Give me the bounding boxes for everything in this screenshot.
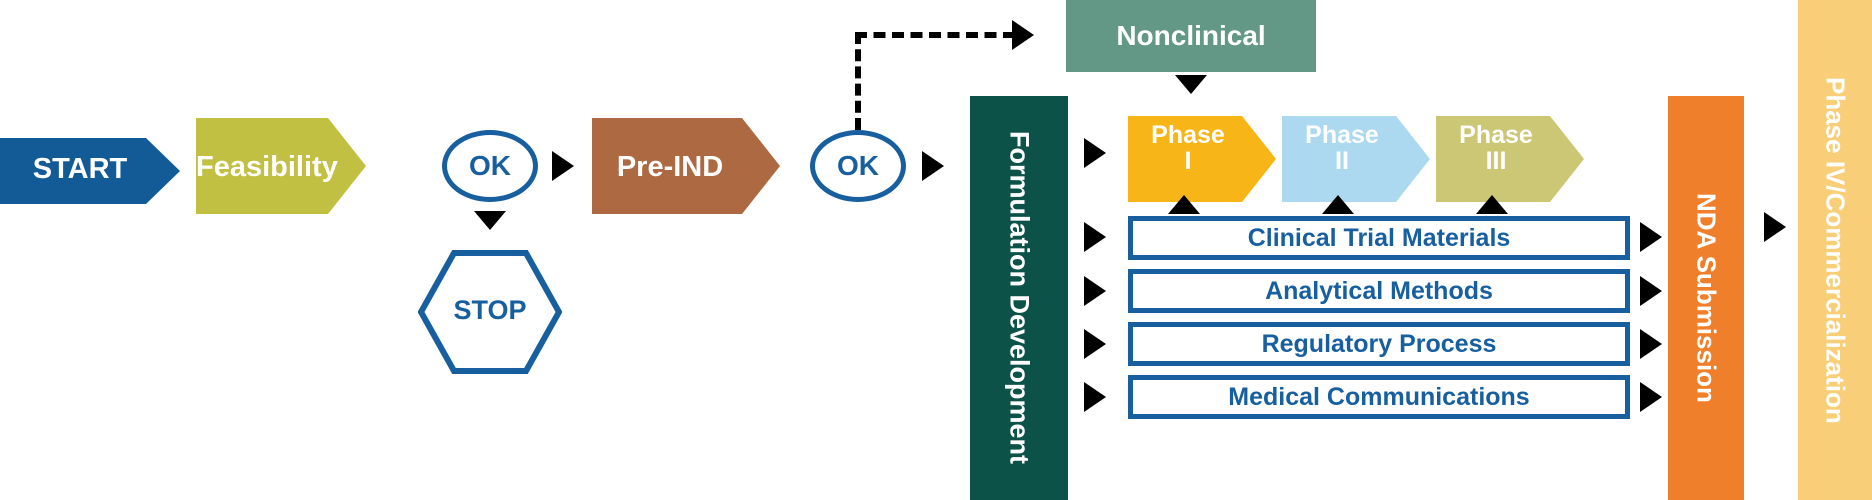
stop-label: STOP (453, 295, 527, 325)
ok-decision-2[interactable]: OK (810, 130, 906, 202)
nda-submission-node[interactable]: NDA Submission (1668, 96, 1744, 500)
arrow-up-icon (1168, 195, 1200, 214)
phase-1-node[interactable] (1128, 116, 1276, 202)
workstream-label: Clinical Trial Materials (1247, 223, 1511, 252)
phase-2-node[interactable] (1282, 116, 1430, 202)
nda-submission-label: NDA Submission (1691, 193, 1722, 403)
arrow-right-icon (1764, 212, 1786, 242)
arrow-right-icon (1640, 222, 1662, 252)
arrow-right-icon (1640, 329, 1662, 359)
phase-iv-commercialization-label: Phase IV/Commercialization (1820, 76, 1851, 424)
arrow-right-icon (552, 151, 574, 181)
stop-node[interactable] (418, 250, 562, 374)
workstream-box-clinical-trial-materials[interactable]: Clinical Trial Materials (1128, 216, 1630, 260)
phase-3-line1: Phase (1459, 121, 1533, 149)
workstream-box-analytical-methods[interactable]: Analytical Methods (1128, 269, 1630, 313)
formulation-development-label: Formulation Development (1004, 131, 1035, 465)
dashed-connector-icon (855, 32, 861, 130)
ok-decision-2-label: OK (837, 150, 879, 181)
phase-1-label: Phase I (1128, 122, 1248, 175)
nonclinical-node[interactable]: Nonclinical (1066, 0, 1316, 72)
phase-2-line2: II (1335, 147, 1349, 176)
arrow-right-icon (1084, 329, 1106, 359)
phase-1-line2: I (1184, 147, 1192, 176)
workstream-box-regulatory-process[interactable]: Regulatory Process (1128, 322, 1630, 366)
formulation-development-node[interactable]: Formulation Development (970, 96, 1068, 500)
arrow-right-icon (1084, 276, 1106, 306)
arrow-up-icon (1322, 195, 1354, 214)
arrow-down-icon (474, 211, 506, 230)
pre-ind-node[interactable] (592, 118, 780, 214)
arrow-right-icon (1084, 138, 1106, 168)
ok-decision-1-label: OK (469, 150, 511, 181)
arrow-right-icon (922, 151, 944, 181)
ok-decision-1[interactable]: OK (442, 130, 538, 202)
workstream-label: Medical Communications (1228, 382, 1530, 411)
workstream-box-medical-communications[interactable]: Medical Communications (1128, 375, 1630, 419)
phase-iv-commercialization-node[interactable]: Phase IV/Commercialization (1798, 0, 1872, 500)
start-label: START (32, 153, 128, 185)
phase-2-label: Phase II (1282, 122, 1402, 175)
arrow-right-icon (1012, 20, 1034, 50)
feasibility-label: Feasibility (196, 151, 338, 183)
arrow-right-icon (1640, 382, 1662, 412)
arrow-down-icon (1175, 75, 1207, 94)
arrow-up-icon (1476, 195, 1508, 214)
start-node[interactable] (0, 138, 180, 204)
dashed-connector-horizontal-icon (855, 32, 1015, 38)
workstream-label: Analytical Methods (1265, 276, 1493, 305)
nonclinical-label: Nonclinical (1116, 20, 1266, 52)
feasibility-node[interactable] (196, 118, 366, 214)
workstream-label: Regulatory Process (1261, 329, 1497, 358)
phase-3-line2: III (1485, 147, 1507, 176)
arrow-right-icon (1640, 276, 1662, 306)
pre-ind-label: Pre-IND (616, 151, 724, 183)
arrow-right-icon (1084, 222, 1106, 252)
phase-2-line1: Phase (1305, 121, 1379, 149)
phase-3-label: Phase III (1436, 122, 1556, 175)
arrow-right-icon (1084, 382, 1106, 412)
phase-1-line1: Phase (1151, 121, 1225, 149)
phase-3-node[interactable] (1436, 116, 1584, 202)
